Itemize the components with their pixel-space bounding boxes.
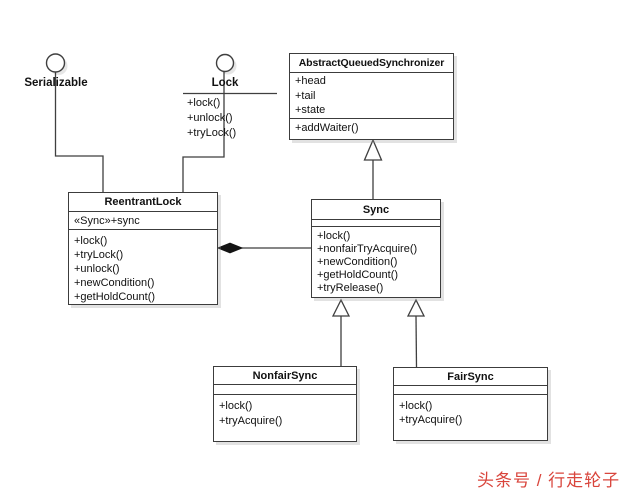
class-reentrantlock: ReentrantLock «Sync»+sync +lock() +tryLo…: [68, 192, 218, 305]
attributes-compartment-empty: [312, 220, 440, 227]
operation: +newCondition(): [317, 256, 398, 268]
attribute: +state: [295, 104, 326, 116]
operations-compartment: +lock() +nonfairTryAcquire() +newConditi…: [312, 227, 440, 295]
class-title: AbstractQueuedSynchronizer: [290, 54, 453, 73]
operation: +lock(): [74, 235, 108, 247]
operation: +newCondition(): [74, 277, 155, 289]
operation: +lock(): [399, 400, 433, 412]
attribute: «Sync»+sync: [74, 215, 140, 227]
interface-lock-label: Lock: [211, 77, 239, 89]
class-title: NonfairSync: [214, 367, 356, 385]
class-title: ReentrantLock: [69, 193, 217, 212]
operation: +nonfairTryAcquire(): [317, 243, 418, 255]
attributes-compartment-empty: [214, 385, 356, 395]
watermark-text: 头条号 / 行走轮子: [477, 471, 621, 490]
operation: +unlock(): [187, 112, 233, 124]
class-title: FairSync: [394, 368, 547, 386]
class-fairsync: FairSync +lock() +tryAcquire(): [393, 367, 548, 441]
operation: +getHoldCount(): [317, 269, 399, 281]
realization-serializable-connector: [54, 72, 104, 192]
operations-compartment: +lock() +tryAcquire(): [214, 395, 356, 428]
operations-compartment: +lock() +tryLock() +unlock() +newConditi…: [69, 230, 217, 304]
generalization-arrow-aqs-icon: [363, 138, 383, 161]
composition-diamond-icon: [216, 242, 244, 254]
class-sync: Sync +lock() +nonfairTryAcquire() +newCo…: [311, 199, 441, 298]
generalization-arrow-fairsync-icon: [406, 298, 426, 317]
operation: +tryLock(): [187, 127, 237, 139]
lock-lollipop-icon: [215, 53, 235, 73]
operation: +tryLock(): [74, 249, 124, 261]
attributes-compartment: «Sync»+sync: [69, 212, 217, 230]
operation: +lock(): [219, 400, 253, 412]
class-abstractqueuedsynchronizer: AbstractQueuedSynchronizer +head +tail +…: [289, 53, 454, 140]
operation: +unlock(): [74, 263, 120, 275]
operation: +tryRelease(): [317, 282, 384, 294]
fairsync-extends-sync-line: [415, 315, 418, 368]
attribute: +tail: [295, 89, 316, 102]
operation: +addWaiter(): [295, 122, 359, 134]
interface-serializable-label: Serializable: [24, 77, 88, 89]
realization-lock-connector: [182, 71, 225, 192]
operation: +lock(): [317, 230, 351, 242]
serializable-lollipop-icon: [45, 53, 66, 73]
operation: +getHoldCount(): [74, 291, 156, 303]
operation: +lock(): [187, 97, 221, 109]
attribute: +head: [295, 75, 326, 87]
attributes-compartment-empty: [394, 386, 547, 395]
attributes-compartment: +head +tail +state: [290, 73, 453, 119]
operations-compartment: +addWaiter(): [290, 119, 453, 136]
operations-compartment: +lock() +tryAcquire(): [394, 395, 547, 427]
class-nonfairsync: NonfairSync +lock() +tryAcquire(): [213, 366, 357, 442]
operation: +tryAcquire(): [399, 414, 463, 426]
generalization-arrow-nonfairsync-icon: [331, 298, 351, 317]
interface-lock-operations: +lock() +unlock() +tryLock(): [187, 96, 236, 141]
operation: +tryAcquire(): [219, 414, 283, 427]
class-title: Sync: [312, 200, 440, 220]
